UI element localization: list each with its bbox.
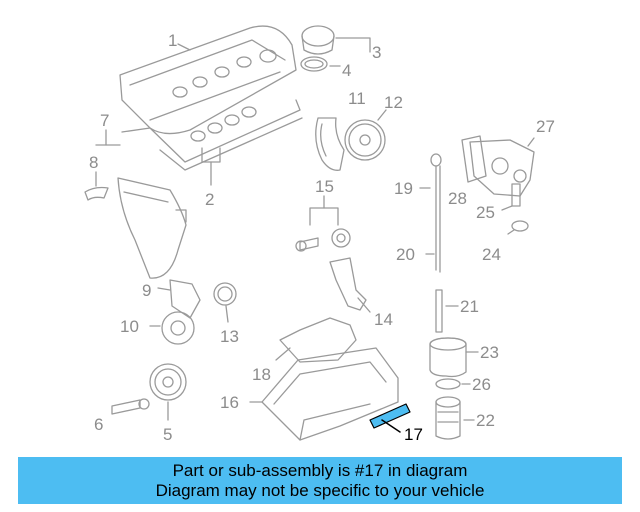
part-number-labels: 1 2 3 4 5 6 7 8 9 10 11 12 13 14 15 16 1… [89, 31, 555, 444]
part-25-spring[interactable] [501, 183, 521, 211]
label-3[interactable]: 3 [372, 43, 381, 62]
part-10-crank-sprocket[interactable] [149, 311, 195, 345]
label-8[interactable]: 8 [89, 153, 98, 172]
part-1-valve-cover[interactable] [119, 25, 297, 135]
part-28-pump-housing[interactable] [461, 135, 487, 183]
part-14-bracket[interactable] [329, 257, 371, 313]
label-18[interactable]: 18 [252, 365, 271, 384]
part-24-o-ring[interactable] [507, 220, 529, 235]
label-13[interactable]: 13 [220, 327, 239, 346]
part-8-cover-piece[interactable] [84, 171, 109, 201]
label-7[interactable]: 7 [100, 111, 109, 130]
part-16-oil-pan[interactable] [249, 347, 399, 441]
engine-parts-diagram: 1 2 3 4 5 6 7 8 9 10 11 12 13 14 15 16 1… [84, 25, 555, 444]
label-16[interactable]: 16 [220, 393, 239, 412]
part-23-filter-housing[interactable] [429, 337, 479, 378]
label-25[interactable]: 25 [476, 203, 495, 222]
banner-line-part-info: Part or sub-assembly is #17 in diagram [172, 460, 468, 480]
part-2-gaskets[interactable] [121, 99, 303, 186]
part-17-highlighted[interactable] [369, 403, 411, 433]
label-20[interactable]: 20 [396, 245, 415, 264]
label-17[interactable]: 17 [404, 425, 423, 444]
label-28[interactable]: 28 [448, 189, 467, 208]
part-27-oil-pump[interactable] [469, 137, 535, 197]
label-19[interactable]: 19 [394, 179, 413, 198]
part-11-timing-belt[interactable] [315, 117, 345, 171]
label-22[interactable]: 22 [476, 411, 495, 430]
label-6[interactable]: 6 [94, 415, 103, 434]
part-13-crank-gear[interactable] [213, 282, 237, 323]
label-15[interactable]: 15 [315, 177, 334, 196]
label-24[interactable]: 24 [482, 245, 501, 264]
label-11[interactable]: 11 [348, 89, 366, 108]
label-23[interactable]: 23 [480, 343, 499, 362]
part-26-seal-ring[interactable] [435, 378, 471, 390]
label-9[interactable]: 9 [142, 281, 151, 300]
label-12[interactable]: 12 [384, 93, 403, 112]
label-14[interactable]: 14 [374, 310, 393, 329]
label-2[interactable]: 2 [205, 190, 214, 209]
label-5[interactable]: 5 [163, 425, 172, 444]
part-3-oil-filler-cap[interactable] [301, 25, 371, 55]
label-21[interactable]: 21 [460, 297, 479, 316]
label-26[interactable]: 26 [472, 375, 491, 394]
label-10[interactable]: 10 [120, 317, 139, 336]
part-9-guide[interactable] [157, 279, 201, 319]
part-12-camshaft-sprocket[interactable] [344, 109, 387, 161]
part-6-pulley-bolt[interactable] [111, 398, 150, 415]
part-21-tube-lower[interactable] [435, 289, 459, 333]
part-7-timing-cover[interactable] [95, 129, 187, 279]
label-1[interactable]: 1 [168, 31, 177, 50]
banner-line-disclaimer: Diagram may not be specific to your vehi… [155, 480, 485, 500]
part-15-tensioner[interactable] [295, 195, 351, 252]
part-5-crank-pulley[interactable] [149, 363, 187, 421]
part-18-oil-baffle[interactable] [275, 317, 357, 363]
part-19-dipstick[interactable] [419, 153, 442, 273]
label-27[interactable]: 27 [536, 117, 555, 136]
label-4[interactable]: 4 [342, 61, 351, 80]
part-4-cap-seal[interactable] [300, 56, 341, 72]
info-banner: Part or sub-assembly is #17 in diagram D… [18, 457, 622, 504]
part-22-oil-filter[interactable] [435, 396, 475, 440]
